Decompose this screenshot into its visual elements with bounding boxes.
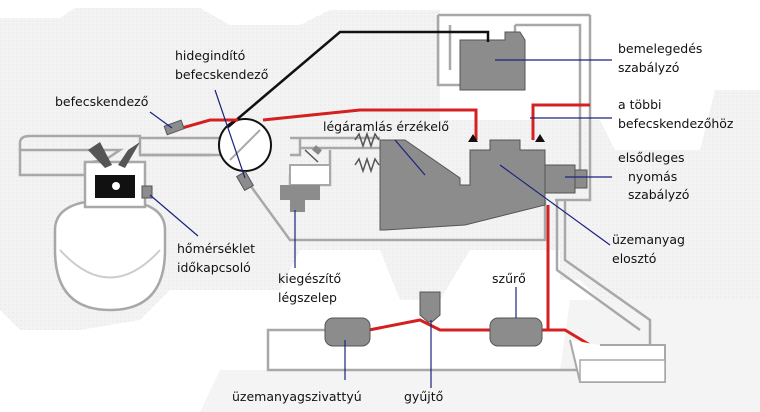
crankcase: [53, 198, 167, 312]
leader-befecskendezo: [149, 111, 173, 129]
label-homerseklet-line1: hőmérséklet: [177, 241, 255, 256]
engine: [18, 134, 210, 312]
fuel-filter: [489, 317, 543, 347]
label-eloszto-line1: üzemanyag: [612, 232, 685, 247]
other-injectors-line: [531, 103, 590, 140]
spring-upper: [354, 131, 380, 149]
label-befecskendezo: befecskendező: [55, 94, 148, 109]
crankshaft-arc: [59, 249, 161, 279]
leader-eloszto: [499, 164, 611, 246]
temp-timer-switch: [141, 185, 153, 199]
aux-air-valve-stem: [290, 200, 305, 212]
label-hidegindito-line1: hidegindító: [175, 48, 245, 63]
flow-arrows: [468, 134, 545, 142]
label-hidegindito-line2: befecskendező: [175, 67, 268, 82]
label-gyujto: gyűjtő: [404, 389, 443, 404]
control-line: [227, 30, 490, 128]
sensor-line: [262, 108, 478, 140]
fuel-pump: [324, 317, 371, 347]
label-tobbi-line1: a többi: [618, 97, 662, 112]
warmup-loop: [436, 13, 592, 202]
injector-line: [174, 118, 238, 132]
valve-left: [88, 142, 112, 168]
intake-runner: [18, 134, 210, 157]
tank-fill: [579, 359, 666, 383]
arrow-up-right: [535, 134, 545, 142]
lower-air-pipe: [248, 184, 547, 242]
return-line-b: [555, 200, 641, 332]
bypass-pipe: [300, 136, 380, 150]
leader-hidegindito: [214, 89, 246, 179]
label-elsodleges-line2: nyomás: [628, 169, 677, 184]
warmup-regulator: [459, 31, 526, 91]
fuel-components: [324, 291, 543, 347]
injectors: [163, 119, 255, 192]
label-elsodleges-line1: elsődleges: [618, 150, 685, 165]
labels: befecskendező hidegindító befecskendező …: [55, 41, 734, 404]
label-bemelegedes-line1: bemelegedés: [618, 41, 702, 56]
airflow-sensor: [379, 139, 546, 231]
spring-lower: [354, 156, 380, 174]
label-szivattyu: üzemanyagszivattyú: [232, 389, 362, 404]
pressure-regulator-cap: [574, 169, 588, 189]
label-homerseklet-line2: időkapcsoló: [177, 260, 251, 275]
arrow-up-left: [468, 134, 478, 142]
leader-legaramlas: [394, 139, 426, 176]
fuel-lines: [174, 103, 591, 347]
accumulator: [419, 291, 441, 323]
leader-lines: [149, 59, 612, 388]
springs: [354, 131, 380, 174]
aux-air-valve-body: [280, 185, 320, 200]
return-line: [563, 200, 652, 345]
label-kiegeszito-line1: kiegészítő: [278, 271, 341, 286]
label-kiegeszito-line2: légszelep: [278, 290, 337, 305]
throttle-pipe: [290, 136, 302, 157]
throttle-body: [218, 118, 331, 212]
label-szuro: szűrő: [492, 271, 526, 286]
intake-pipe: [140, 136, 225, 157]
label-bemelegedes-line2: szabályzó: [618, 60, 679, 75]
pressure-regulator: [544, 164, 576, 194]
valve-right: [118, 142, 140, 168]
label-elsodleges-line3: szabályzó: [628, 187, 689, 202]
piston-pin: [112, 182, 120, 190]
cold-start-injector: [235, 170, 255, 192]
main-injector: [163, 119, 185, 136]
sensor-distributor: [379, 31, 588, 231]
fuel-tank: [569, 339, 666, 383]
label-legaramlas: légáramlás érzékelő: [323, 119, 449, 134]
label-tobbi-line2: befecskendezőhöz: [618, 116, 734, 131]
aux-air-valve: [289, 164, 331, 186]
tank-line: [548, 328, 591, 347]
supply-line: [541, 205, 550, 332]
pump-line: [368, 318, 492, 332]
label-eloszto-line2: elosztó: [612, 251, 656, 266]
leader-homerseklet: [149, 194, 199, 237]
